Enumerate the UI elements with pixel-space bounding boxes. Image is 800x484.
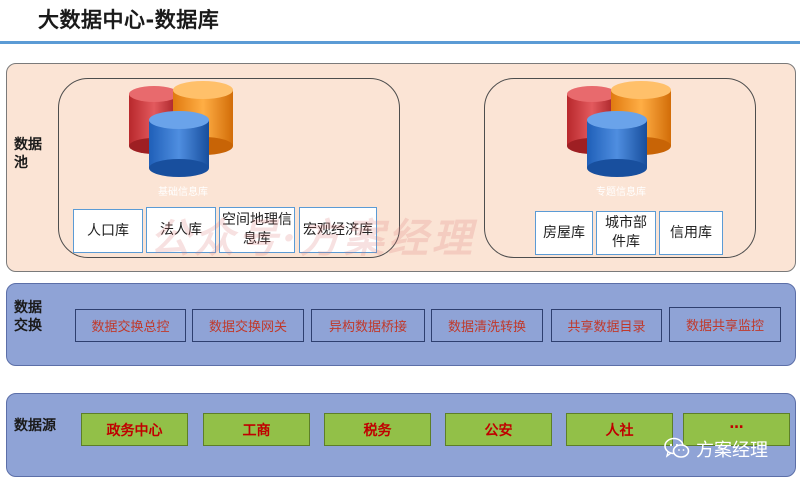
macroeconomy-db: 宏观经济库 <box>299 207 377 253</box>
database-cylinders-icon <box>567 81 671 177</box>
exchange-item: 数据交换总控 <box>75 309 186 342</box>
data-source-label: 数据源 <box>14 418 56 434</box>
watermark: 公众号·方案经理 <box>150 215 476 262</box>
source-item: 人社 <box>566 413 673 446</box>
legal-person-db: 法人库 <box>146 207 216 253</box>
source-item: 政务中心 <box>81 413 188 446</box>
brand: 方案经理 <box>664 436 768 462</box>
database-cylinders-icon <box>129 81 233 177</box>
basic-info-caption: 基础信息库 <box>158 187 208 198</box>
source-item: … <box>683 413 790 446</box>
data-pool-label: 数据池 <box>14 137 42 171</box>
exchange-item: 异构数据桥接 <box>311 309 425 342</box>
exchange-item: 共享数据目录 <box>551 309 662 342</box>
source-item: 工商 <box>203 413 310 446</box>
page-title: 大数据中心-数据库 <box>38 8 220 32</box>
source-item: 公安 <box>445 413 552 446</box>
exchange-item: 数据清洗转换 <box>431 309 543 342</box>
brand-text: 方案经理 <box>696 440 768 461</box>
data-exchange-band <box>6 283 796 366</box>
geospatial-db: 空间地理信息库 <box>219 207 295 253</box>
wechat-icon <box>664 437 690 458</box>
source-item: 税务 <box>324 413 431 446</box>
basic-info-group <box>58 78 400 258</box>
housing-db: 房屋库 <box>535 211 593 255</box>
exchange-item: 数据交换网关 <box>192 309 304 342</box>
title-divider <box>0 41 800 44</box>
thematic-info-group <box>484 78 756 258</box>
credit-db: 信用库 <box>659 211 723 255</box>
exchange-item: 数据共享监控 <box>669 307 781 342</box>
city-component-db: 城市部件库 <box>596 211 656 255</box>
thematic-info-caption: 专题信息库 <box>596 187 646 198</box>
data-exchange-label: 数据交换 <box>14 300 42 334</box>
population-db: 人口库 <box>73 209 143 253</box>
